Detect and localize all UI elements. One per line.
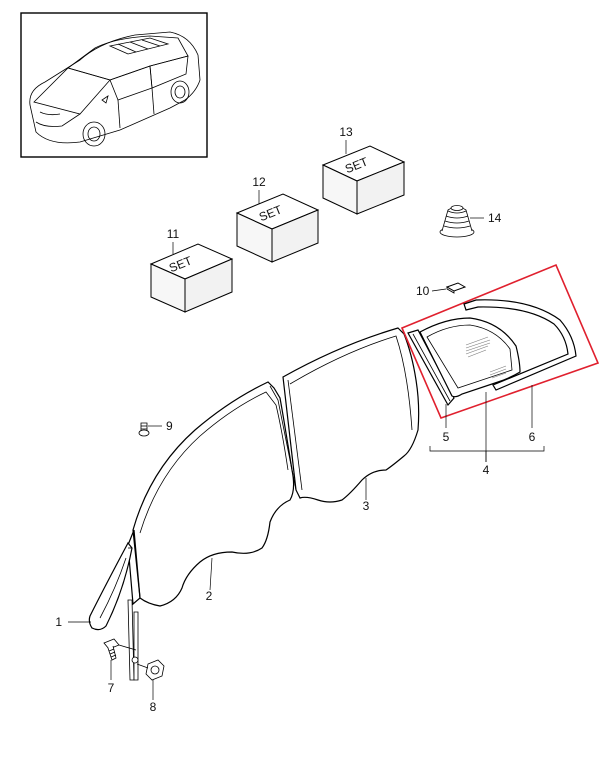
callout-11: 11 bbox=[167, 227, 180, 241]
callout-5: 5 bbox=[443, 430, 450, 444]
callout-10: 10 bbox=[416, 284, 430, 298]
quarter-glass-1 bbox=[88, 541, 133, 631]
callout-9: 9 bbox=[166, 419, 173, 433]
door-rail bbox=[127, 599, 139, 681]
set-box-12: SET bbox=[235, 193, 320, 263]
callout-6: 6 bbox=[529, 430, 536, 444]
vehicle-thumbnail bbox=[20, 12, 208, 158]
clip-10 bbox=[445, 282, 467, 294]
glass-marking bbox=[465, 336, 507, 379]
bolt-7 bbox=[103, 638, 137, 661]
quarter-glass-4 bbox=[419, 317, 521, 398]
callouts: 1 2 3 4 5 6 7 8 9 10 11 12 13 14 bbox=[55, 125, 535, 714]
thumbnail-frame bbox=[20, 12, 208, 158]
front-door-glass-2 bbox=[127, 381, 297, 607]
rear-door-glass-3 bbox=[282, 327, 420, 503]
seal-5 bbox=[407, 329, 455, 407]
trim-molding-6 bbox=[463, 299, 577, 391]
callout-2: 2 bbox=[206, 589, 213, 603]
screw-9 bbox=[138, 422, 150, 437]
callout-1: 1 bbox=[55, 615, 62, 629]
callout-14: 14 bbox=[488, 211, 502, 225]
nut-8 bbox=[136, 659, 165, 681]
callout-7: 7 bbox=[108, 681, 115, 695]
set-box-13: SET bbox=[321, 145, 406, 215]
highlight-frame bbox=[400, 263, 600, 420]
callout-4: 4 bbox=[483, 463, 490, 477]
leader-lines bbox=[68, 140, 545, 700]
grommet-14 bbox=[439, 205, 475, 238]
callout-3: 3 bbox=[363, 499, 370, 513]
callout-8: 8 bbox=[150, 700, 157, 714]
set-box-11: SET bbox=[149, 243, 234, 313]
callout-13: 13 bbox=[339, 125, 353, 139]
car-illustration bbox=[29, 31, 201, 147]
callout-12: 12 bbox=[252, 175, 266, 189]
